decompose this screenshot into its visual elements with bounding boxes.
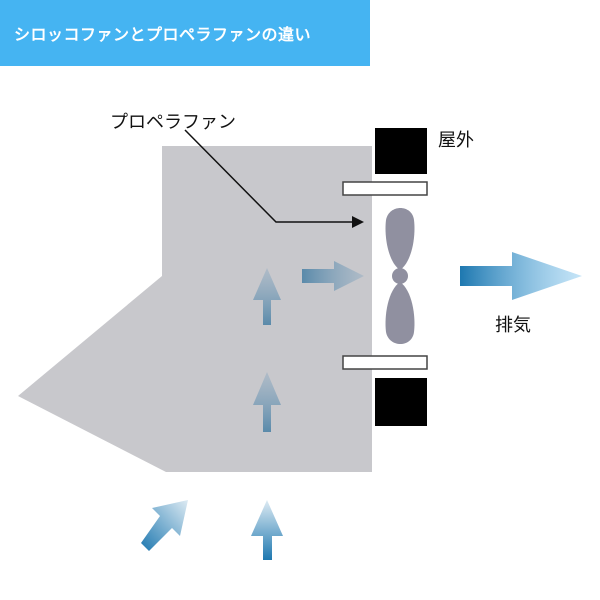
fan-leader-arrowhead xyxy=(352,216,364,228)
exhaust-arrow xyxy=(460,252,582,300)
duct-flange-top xyxy=(342,181,428,196)
airflow-arrow-up-2 xyxy=(253,372,281,432)
title-banner: シロッコファンとプロペラファンの違い xyxy=(0,0,370,66)
fan-leader-line xyxy=(184,129,352,223)
airflow-arrow-up-1 xyxy=(253,268,281,325)
wall-block-top xyxy=(375,128,427,174)
intake-arrow-up xyxy=(251,500,283,560)
airflow-arrow-right xyxy=(302,261,364,291)
title-text: シロッコファンとプロペラファンの違い xyxy=(14,25,312,44)
wall-block-bottom xyxy=(375,378,427,426)
outdoor-label: 屋外 xyxy=(438,130,474,151)
intake-arrow-diagonal xyxy=(141,500,188,551)
exhaust-label: 排気 xyxy=(495,315,531,336)
duct-flange-bottom xyxy=(342,355,428,370)
range-hood-body xyxy=(18,146,372,472)
propeller-fan-icon xyxy=(385,208,415,344)
propeller-fan-label: プロペラファン xyxy=(110,112,236,133)
